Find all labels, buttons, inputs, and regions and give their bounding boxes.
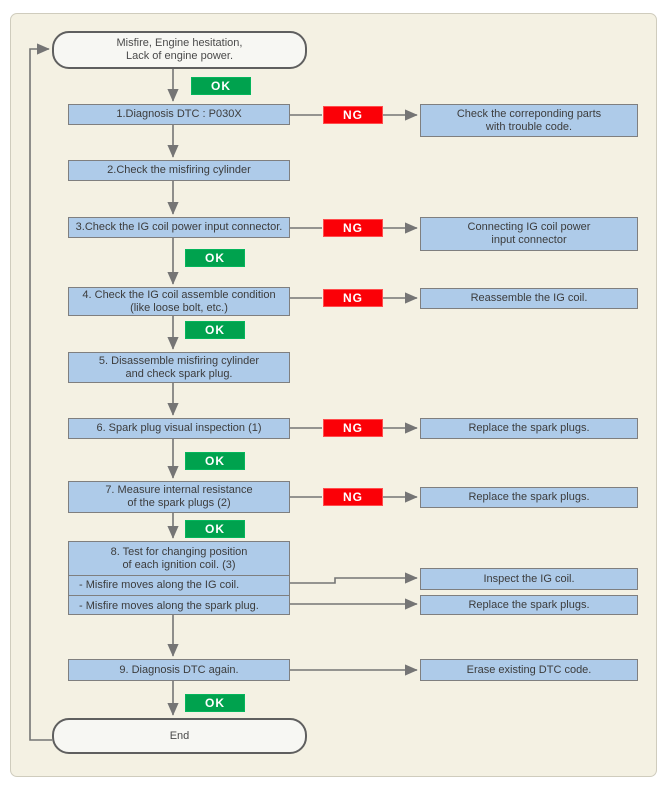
step-5-line1: 5. Disassemble misfiring cylinder <box>98 354 260 367</box>
step-4-line1: 4. Check the IG coil assemble condition <box>82 288 276 301</box>
step-8-case-spark-plug: - Misfire moves along the spark plug. <box>69 595 289 616</box>
result-2-line1: Connecting IG coil power <box>467 221 591 233</box>
step-9-box: 9. Diagnosis DTC again. <box>68 659 290 681</box>
ok-badge-6: OK <box>185 694 245 712</box>
step-4-line2: (like loose bolt, etc.) <box>130 301 228 314</box>
ng-badge-1: NG <box>323 106 383 124</box>
step-8-case2-label: - Misfire moves along the spark plug. <box>79 599 259 612</box>
result-3-label: Reassemble the IG coil. <box>470 292 588 304</box>
end-label: End <box>169 729 190 742</box>
step-5-line2: and check spark plug. <box>125 367 233 380</box>
step-3-box: 3.Check the IG coil power input connecto… <box>68 217 290 238</box>
connector-lines <box>29 43 418 741</box>
ok-badge-3: OK <box>185 321 245 339</box>
step-7-box: 7. Measure internal resistance of the sp… <box>68 481 290 513</box>
step-7-line2: of the spark plugs (2) <box>127 497 231 509</box>
step-4-box: 4. Check the IG coil assemble condition … <box>68 287 290 316</box>
step-8-box: 8. Test for changing position of each ig… <box>68 541 290 615</box>
step-8-case1-label: - Misfire moves along the IG coil. <box>79 579 240 591</box>
ok-badge-5: OK <box>185 520 245 538</box>
step-6-label: 6. Spark plug visual inspection (1) <box>96 422 262 434</box>
step-8-case-ig-coil: - Misfire moves along the IG coil. <box>69 575 289 595</box>
ok-badge-2: OK <box>185 249 245 267</box>
ng-badge-3: NG <box>323 289 383 307</box>
result-4-label: Replace the spark plugs. <box>468 422 590 434</box>
ng-badge-5: NG <box>323 488 383 506</box>
result-inspect-coil-box: Inspect the IG coil. <box>420 568 638 590</box>
step-8-line1: 8. Test for changing position <box>110 545 248 558</box>
ok-badge-4: OK <box>185 452 245 470</box>
step-3-label: 3.Check the IG coil power input connecto… <box>75 221 283 233</box>
result-1-line1: Check the correponding parts <box>456 107 602 120</box>
result-connect-connector-box: Connecting IG coil power input connector <box>420 217 638 251</box>
result-8-label: Erase existing DTC code. <box>466 663 592 676</box>
result-replace-plugs-box-2: Replace the spark plugs. <box>420 487 638 508</box>
start-line2: Lack of engine power. <box>125 50 234 62</box>
result-check-parts-box: Check the correponding parts with troubl… <box>420 104 638 137</box>
step-1-box: 1.Diagnosis DTC : P030X <box>68 104 290 125</box>
start-line1: Misfire, Engine hesitation, <box>116 37 243 49</box>
step-1-label: 1.Diagnosis DTC : P030X <box>116 108 242 120</box>
result-2-line2: input connector <box>491 234 567 246</box>
ng-badge-4: NG <box>323 419 383 437</box>
ng-badge-2: NG <box>323 219 383 237</box>
result-7-label: Replace the spark plugs. <box>468 598 590 611</box>
ok-badge-1: OK <box>191 77 251 95</box>
step-9-label: 9. Diagnosis DTC again. <box>119 663 239 676</box>
end-node: End <box>52 718 307 754</box>
result-erase-dtc-box: Erase existing DTC code. <box>420 659 638 681</box>
result-replace-plugs-box-3: Replace the spark plugs. <box>420 595 638 615</box>
step-7-line1: 7. Measure internal resistance <box>105 484 253 496</box>
result-replace-plugs-box-1: Replace the spark plugs. <box>420 418 638 439</box>
result-1-line2: with trouble code. <box>485 120 573 133</box>
step-8-line2: of each ignition coil. (3) <box>122 558 236 571</box>
diagram-frame <box>10 13 657 777</box>
result-6-label: Inspect the IG coil. <box>483 572 575 585</box>
step-5-box: 5. Disassemble misfiring cylinder and ch… <box>68 352 290 383</box>
step-2-label: 2.Check the misfiring cylinder <box>107 164 251 176</box>
step-2-box: 2.Check the misfiring cylinder <box>68 160 290 181</box>
result-5-label: Replace the spark plugs. <box>468 491 590 503</box>
step-6-box: 6. Spark plug visual inspection (1) <box>68 418 290 439</box>
step-8-header: 8. Test for changing position of each ig… <box>69 542 289 575</box>
start-node: Misfire, Engine hesitation, Lack of engi… <box>52 31 307 69</box>
result-reassemble-coil-box: Reassemble the IG coil. <box>420 288 638 309</box>
